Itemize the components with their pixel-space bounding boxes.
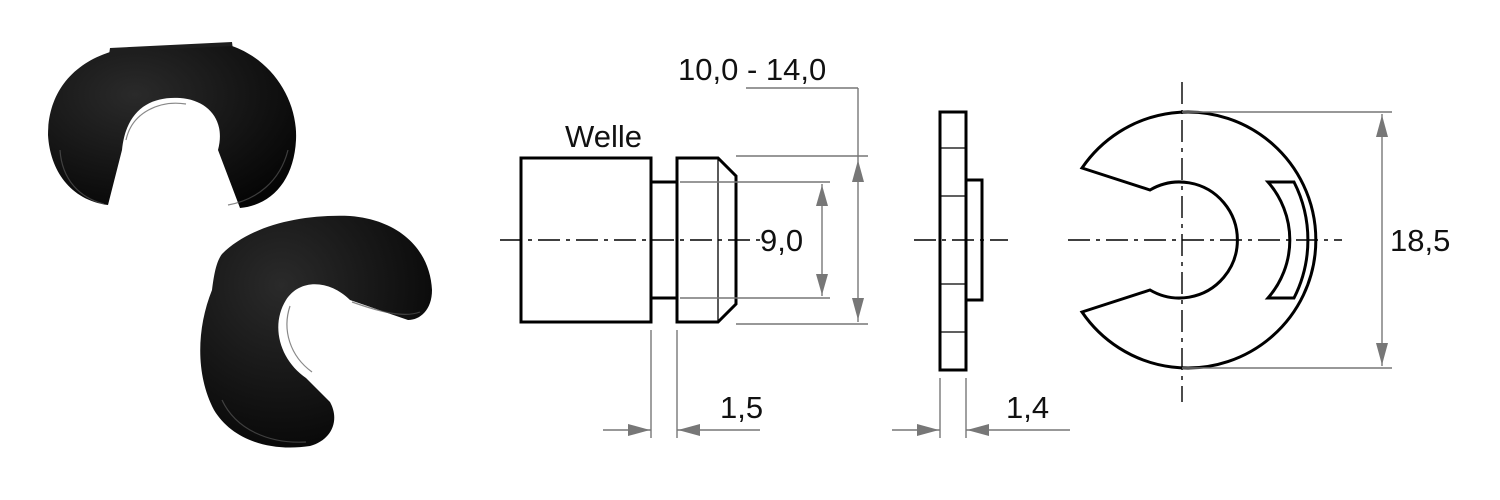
dimension-clip-diameter: [1182, 111, 1392, 369]
shaft-view: [500, 156, 760, 324]
dimension-clip-thickness: [892, 378, 1070, 438]
dimension-label-groove-width: 1,5: [720, 390, 763, 425]
clip-side-body: [938, 110, 968, 372]
clip-front-lip: [1264, 180, 1310, 300]
dimension-groove-diameter: [680, 181, 830, 299]
clip-side-lip: [964, 178, 984, 302]
dimension-label-clip-thickness: 1,4: [1006, 390, 1049, 425]
dimension-label-shaft-length: 10,0 - 14,0: [678, 52, 826, 87]
clip-photo-bottom: [200, 215, 432, 448]
dimension-shaft-length: [736, 87, 868, 325]
shaft-label: Welle: [565, 119, 642, 154]
clip-photo-top: [48, 42, 297, 208]
dimension-groove-width: [603, 330, 760, 438]
dimension-label-clip-diameter: 18,5: [1390, 223, 1450, 258]
dimension-label-groove-diameter: 9,0: [760, 223, 803, 258]
clip-side-view: [914, 110, 1008, 372]
clip-front-view: [1068, 82, 1342, 402]
